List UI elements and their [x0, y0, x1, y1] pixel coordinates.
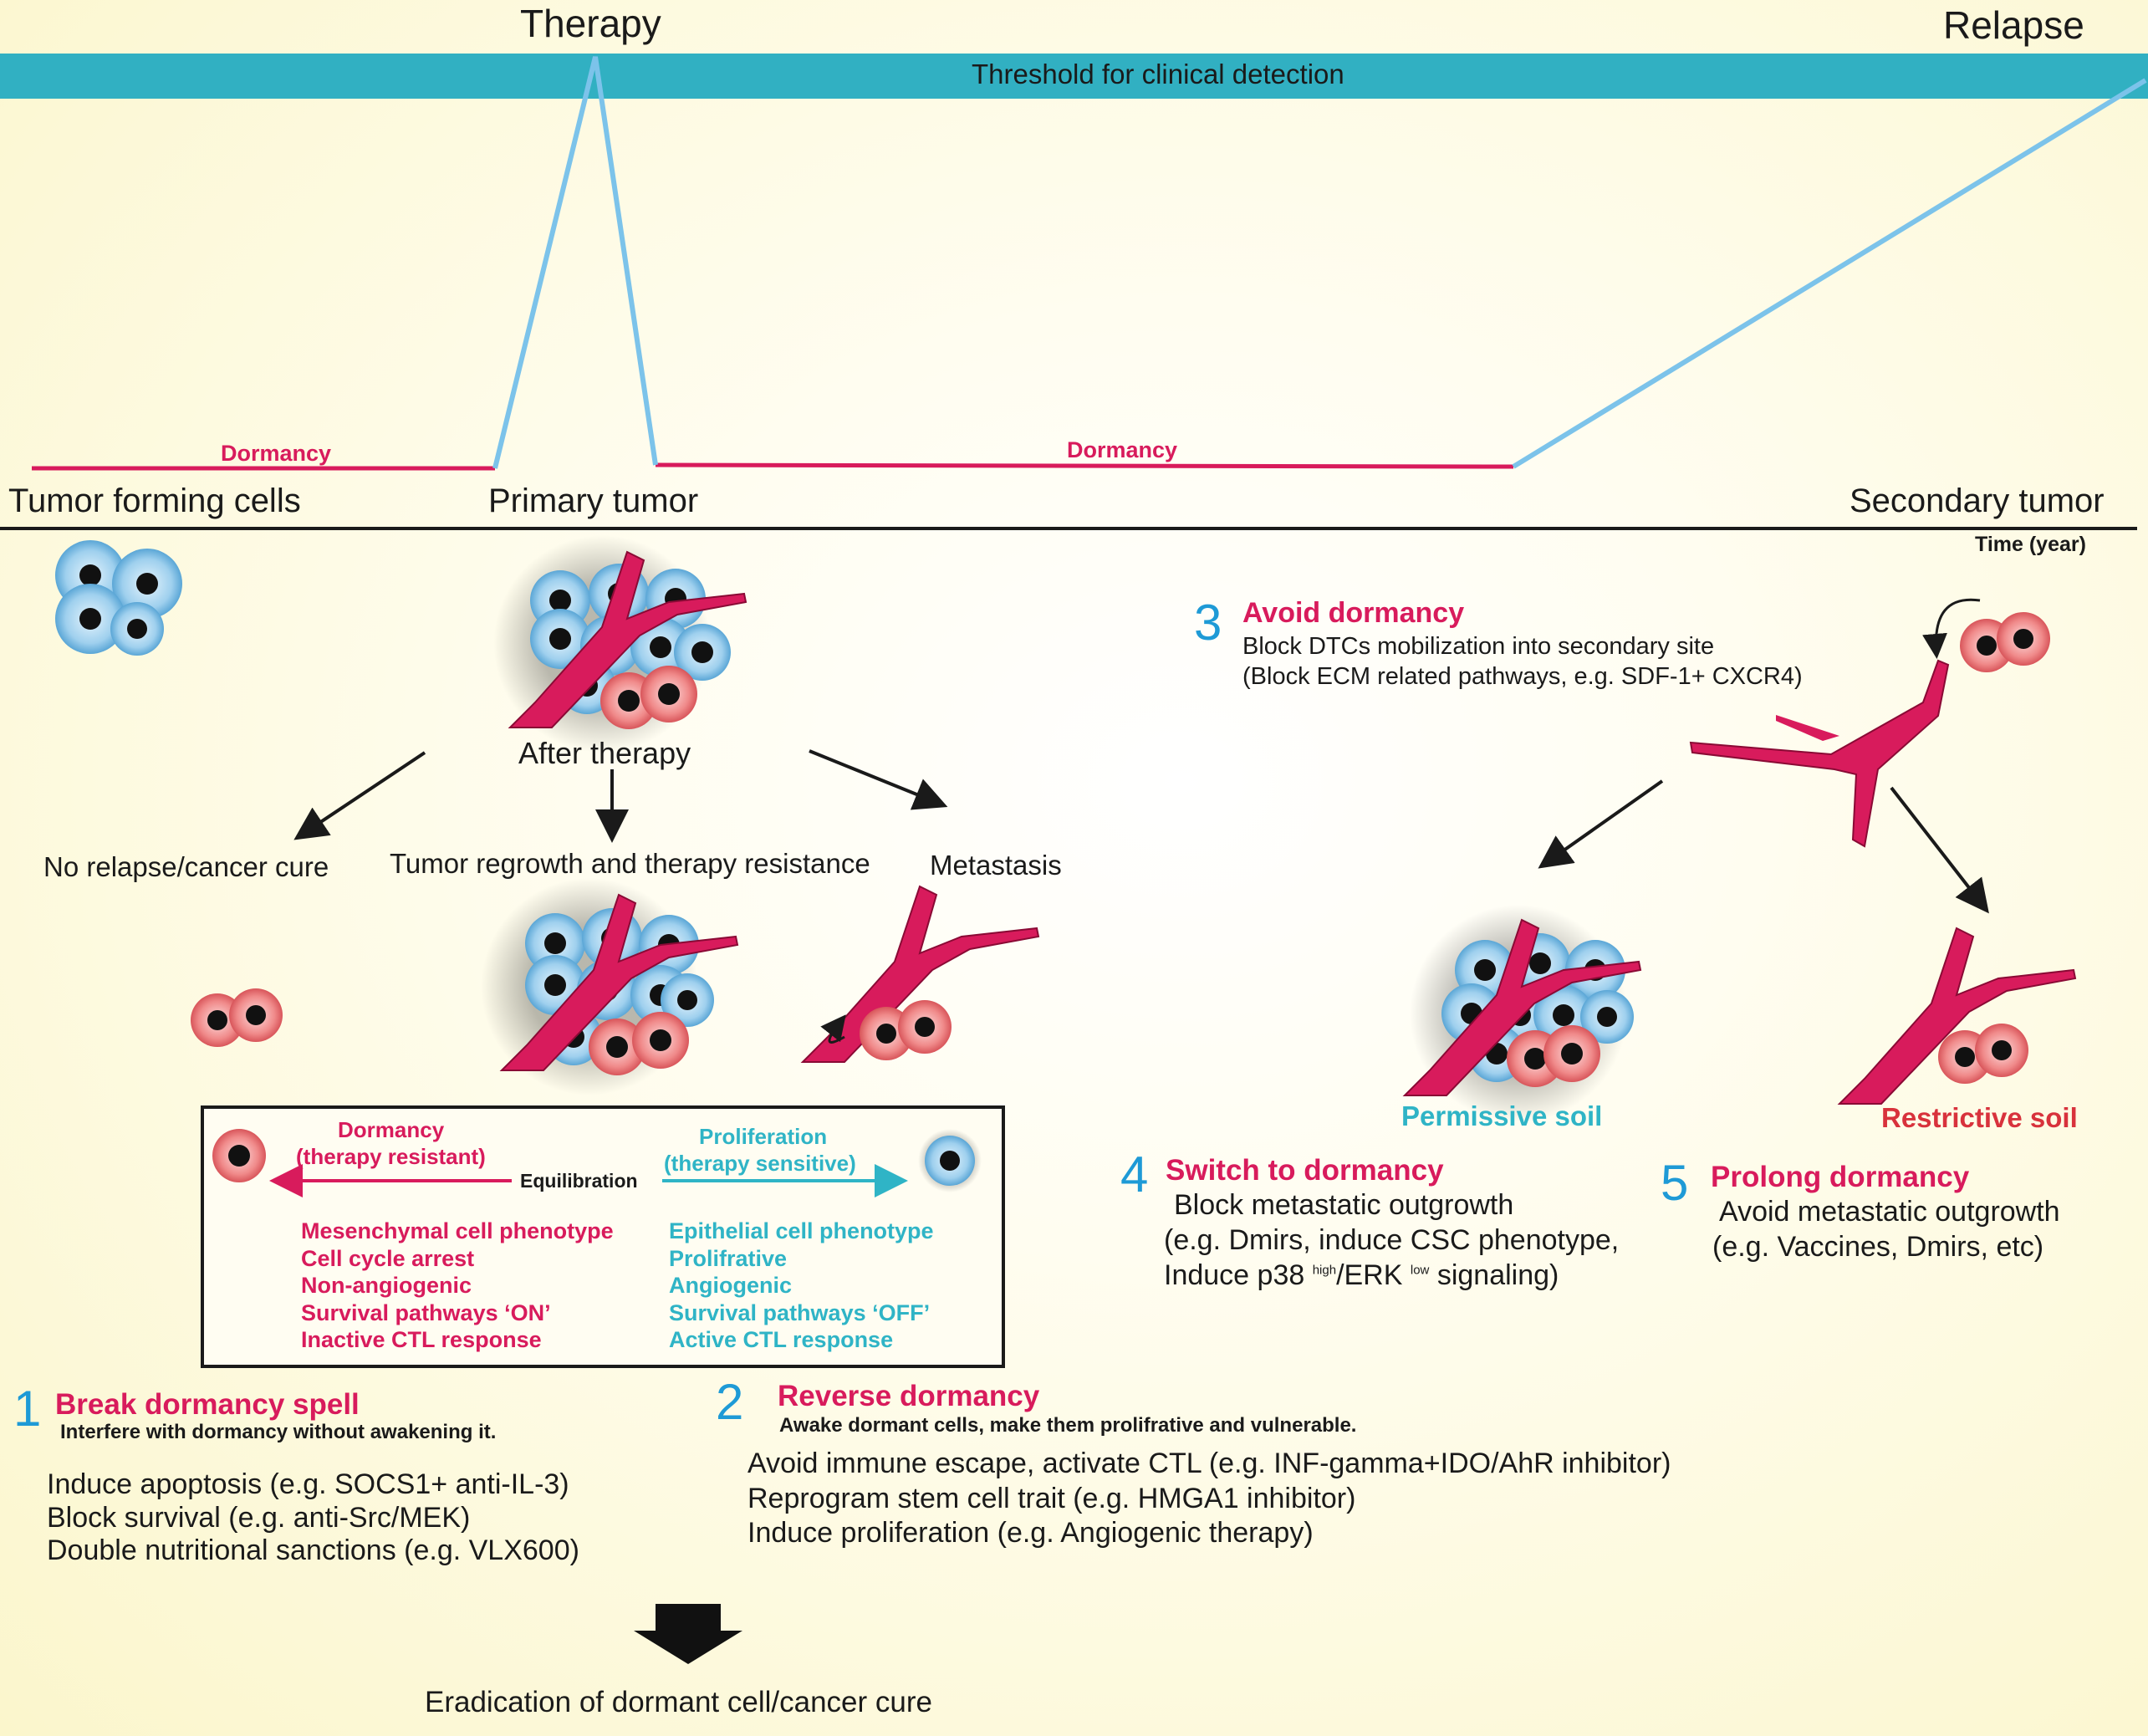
- strategy-2-sub: Awake dormant cells, make them prolifrat…: [779, 1414, 1357, 1437]
- strategy-4-line2: (e.g. Dmirs, induce CSC phenotype,: [1164, 1224, 1620, 1256]
- strategy-4-sup-low: low: [1410, 1263, 1430, 1278]
- eq-proliferation-traits: Epithelial cell phenotype Prolifrative A…: [669, 1218, 934, 1354]
- dormant-cell-pair: [191, 988, 283, 1047]
- dormancy-trait: Inactive CTL response: [301, 1327, 542, 1352]
- time-axis-label: Time (year): [1975, 533, 2086, 556]
- metastasis-vessel-group: [802, 886, 1039, 1063]
- threshold-bar: [0, 54, 2148, 99]
- strategy-3-line2: (Block ECM related pathways, e.g. SDF-1+…: [1242, 663, 1803, 690]
- eq-dormancy-traits: Mesenchymal cell phenotype Cell cycle ar…: [301, 1218, 614, 1354]
- regrowth-tumor-cluster: [481, 878, 738, 1095]
- arrow-to-restrictive: [1890, 786, 1989, 914]
- proliferation-trait: Epithelial cell phenotype: [669, 1218, 934, 1243]
- after-therapy-label: After therapy: [518, 736, 691, 770]
- dormancy-trait: Mesenchymal cell phenotype: [301, 1218, 614, 1243]
- proliferation-trait: Active CTL response: [669, 1327, 894, 1352]
- permissive-soil-cluster: [1404, 905, 1641, 1122]
- strategy-4-line3a: Induce p38: [1164, 1259, 1313, 1291]
- strategy-2-item: Avoid immune escape, activate CTL (e.g. …: [747, 1448, 1671, 1479]
- strategy-4-line3b: /ERK: [1336, 1259, 1411, 1291]
- therapy-spike-line: [492, 56, 658, 469]
- secondary-tumor-label: Secondary tumor: [1850, 483, 2105, 519]
- outcome-metastasis-label: Metastasis: [930, 850, 1062, 881]
- proliferation-trait: Prolifrative: [669, 1245, 788, 1271]
- strategy-2-item: Reprogram stem cell trait (e.g. HMGA1 in…: [747, 1482, 1356, 1514]
- strategy-3-title: Avoid dormancy: [1242, 597, 1465, 629]
- strategy-5-line2: (e.g. Vaccines, Dmirs, etc): [1712, 1231, 2044, 1263]
- primary-tumor-label: Primary tumor: [488, 483, 699, 519]
- arrow-to-metastasis: [809, 749, 948, 810]
- eq-dormant-cell: [212, 1129, 266, 1182]
- primary-tumor-cluster: [493, 535, 747, 753]
- dormancy-line-2: [655, 462, 1514, 469]
- strategy-5-line1: Avoid metastatic outgrowth: [1719, 1196, 2060, 1228]
- outcome-regrowth-label: Tumor regrowth and therapy resistance: [390, 848, 870, 879]
- arrow-to-permissive: [1538, 779, 1664, 869]
- tumor-forming-cells-cluster: [55, 540, 182, 656]
- eq-dormancy-title: Dormancy: [338, 1117, 445, 1142]
- eq-proliferation-sub: (therapy sensitive): [664, 1151, 856, 1176]
- proliferation-trait: Survival pathways ‘OFF’: [669, 1299, 931, 1325]
- strategy-4-line1: Block metastatic outgrowth: [1174, 1189, 1514, 1221]
- strategy-4-number: 4: [1120, 1146, 1149, 1202]
- eq-equilibration-label: Equilibration: [520, 1170, 638, 1192]
- strategy-1-sub: Interfere with dormancy without awakenin…: [60, 1421, 497, 1443]
- tumor-forming-cells-label: Tumor forming cells: [8, 483, 301, 519]
- arrow-to-cure: [293, 751, 426, 840]
- equilibrium-box: [201, 1105, 1005, 1368]
- strategy-1-item: Block survival (e.g. anti-Src/MEK): [47, 1501, 471, 1534]
- strategy-4-line3: Induce p38 high/ERK low signaling): [1164, 1259, 1559, 1291]
- strategy-4-line3c: signaling): [1429, 1259, 1559, 1291]
- dormancy-trait: Cell cycle arrest: [301, 1245, 475, 1271]
- restrictive-soil-label: Restrictive soil: [1881, 1102, 2078, 1133]
- relapse-ramp-line: [1512, 78, 2147, 469]
- dormancy-label-1: Dormancy: [221, 441, 332, 466]
- dormancy-trait: Non-angiogenic: [301, 1273, 472, 1298]
- therapy-label: Therapy: [520, 2, 661, 45]
- strategy-2-number: 2: [716, 1374, 744, 1430]
- outcome-cure-label: No relapse/cancer cure: [43, 851, 329, 882]
- restrictive-soil-group: [1839, 927, 2076, 1105]
- eq-proliferation-title: Proliferation: [699, 1124, 828, 1149]
- strategy-1-items: Induce apoptosis (e.g. SOCS1+ anti-IL-3)…: [47, 1468, 579, 1568]
- strategy-5-number: 5: [1661, 1155, 1689, 1211]
- eq-dormancy-sub: (therapy resistant): [296, 1144, 486, 1169]
- eq-proliferative-cell: [918, 1129, 982, 1192]
- strategy-1-title: Break dormancy spell: [55, 1388, 360, 1421]
- secondary-vessel-group: [1689, 598, 2050, 848]
- strategy-1-item: Double nutritional sanctions (e.g. VLX60…: [47, 1534, 579, 1566]
- permissive-soil-label: Permissive soil: [1401, 1100, 1603, 1131]
- threshold-label: Threshold for clinical detection: [972, 59, 1344, 89]
- proliferation-trait: Angiogenic: [669, 1273, 792, 1298]
- strategy-5-title: Prolong dormancy: [1711, 1161, 1970, 1193]
- dormancy-trait: Survival pathways ‘ON’: [301, 1299, 551, 1325]
- strategy-3-number: 3: [1194, 595, 1222, 651]
- conclusion-label: Eradication of dormant cell/cancer cure: [425, 1686, 932, 1718]
- strategy-3-line1: Block DTCs mobilization into secondary s…: [1242, 633, 1715, 660]
- strategy-2-items: Avoid immune escape, activate CTL (e.g. …: [747, 1447, 1671, 1551]
- strategy-1-number: 1: [13, 1381, 42, 1437]
- strategy-1-item: Induce apoptosis (e.g. SOCS1+ anti-IL-3): [47, 1468, 569, 1500]
- dormancy-label-2: Dormancy: [1067, 437, 1178, 462]
- relapse-label: Relapse: [1943, 3, 2084, 47]
- conclusion-arrow: [634, 1604, 742, 1664]
- strategy-4-title: Switch to dormancy: [1166, 1154, 1444, 1187]
- strategy-2-title: Reverse dormancy: [778, 1380, 1040, 1412]
- strategy-2-item: Induce proliferation (e.g. Angiogenic th…: [747, 1517, 1314, 1549]
- strategy-4-sup-high: high: [1312, 1263, 1337, 1278]
